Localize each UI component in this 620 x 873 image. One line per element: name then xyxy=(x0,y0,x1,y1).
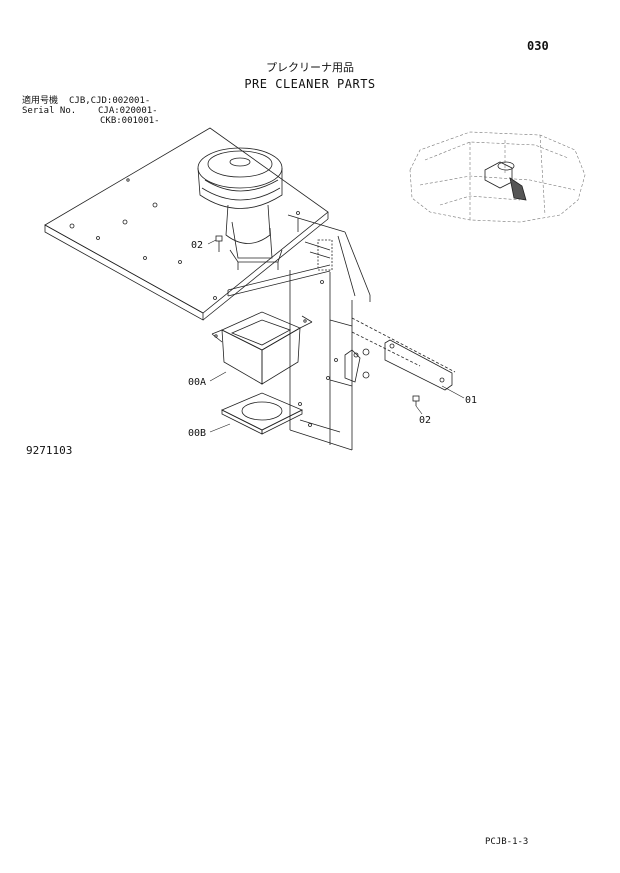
figure-number: 9271103 xyxy=(26,444,73,457)
serial-block: 適用号機 CJB,CJD:002001- Serial No. CJA:0200… xyxy=(22,96,160,126)
serial-value-2: CJA:020001- xyxy=(98,106,158,116)
location-highlight xyxy=(484,161,527,201)
serial-label-japanese: 適用号機 xyxy=(22,96,59,106)
callout-01: 01 xyxy=(465,395,477,406)
callout-00A: 00A xyxy=(188,377,206,388)
footer-code: PCJB-1-3 xyxy=(485,837,529,847)
page-number: 030 xyxy=(527,39,549,53)
machine-location-thumbnail xyxy=(409,131,586,223)
frame-bracket xyxy=(227,214,456,451)
callout-02-right: 02 xyxy=(419,415,431,426)
gasket-part-00B xyxy=(221,392,303,435)
title-japanese: プレクリーナ用品 xyxy=(266,61,354,74)
serial-label-english: Serial No. xyxy=(22,106,77,116)
title-english: PRE CLEANER PARTS xyxy=(244,77,376,91)
callout-00B: 00B xyxy=(188,428,206,439)
cover-panel xyxy=(44,127,329,321)
pre-cleaner-bowl xyxy=(197,147,283,270)
serial-value-1: CJB,CJD:002001- xyxy=(69,96,151,106)
cover-plate-part-01 xyxy=(384,339,453,391)
bolt-02-left xyxy=(215,235,223,252)
serial-value-3: CKB:001001- xyxy=(100,116,160,126)
callout-02-left: 02 xyxy=(191,240,203,251)
bolt-02-right xyxy=(412,395,420,406)
callout-leaders xyxy=(207,239,465,433)
box-part-00A xyxy=(211,311,313,385)
